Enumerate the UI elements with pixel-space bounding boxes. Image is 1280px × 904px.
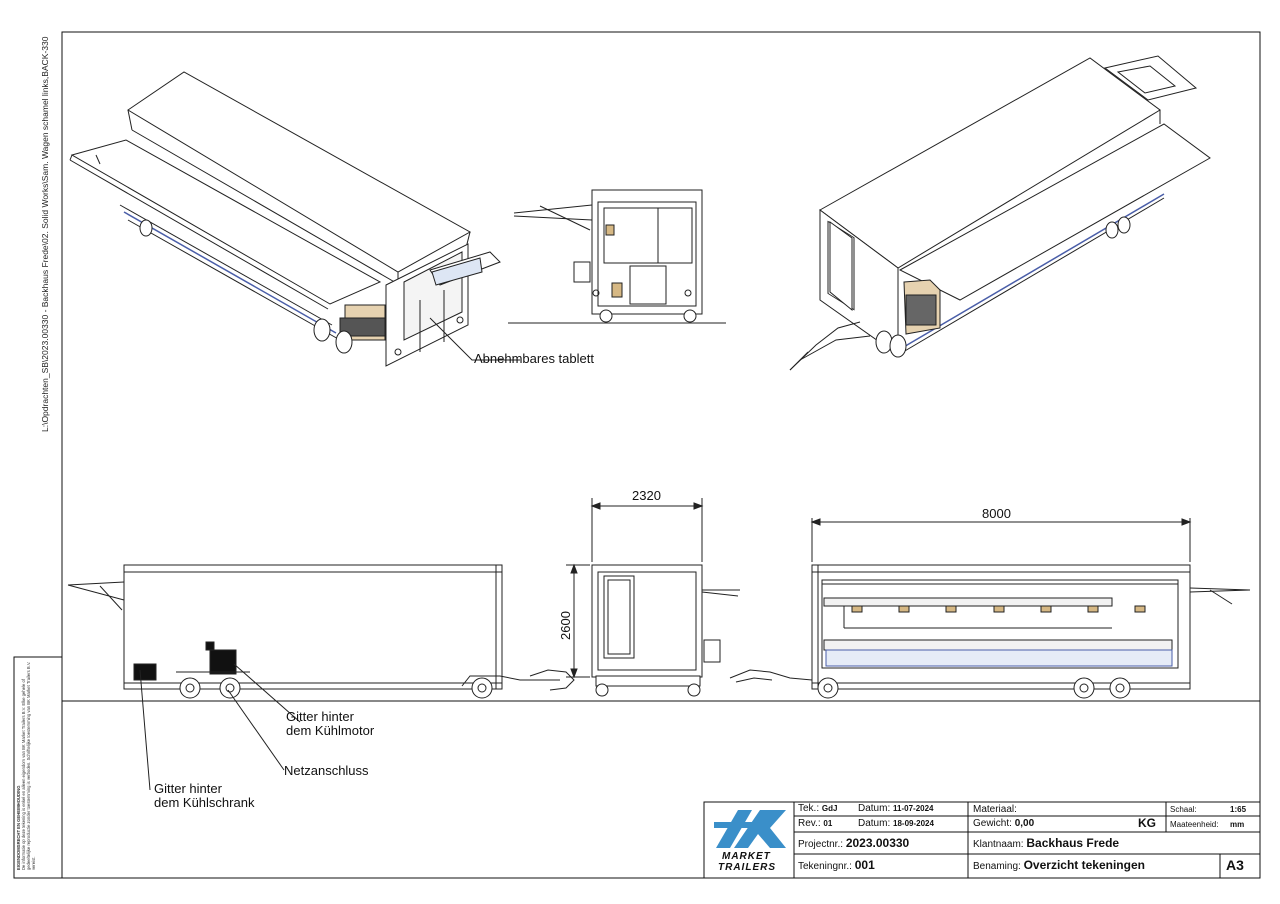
- sheet-format: A3: [1226, 857, 1244, 873]
- scale-label: Schaal:: [1170, 805, 1197, 814]
- iso-view-left: [69, 71, 501, 367]
- unit-label: Maateenheid:: [1170, 820, 1219, 829]
- file-path-label: L:\Opdrachten_SB\2023.00330 - Backhaus F…: [40, 36, 50, 432]
- scale-value: 1:65: [1230, 805, 1247, 814]
- annotation-grille-fridge-line1: Gitter hinter: [154, 781, 222, 796]
- confidential-notice: EIGENDOMSRECHT EN GEHEIMHOUDING De infor…: [16, 660, 36, 870]
- title-block-grid: [703, 801, 1261, 879]
- sheet-border: [61, 31, 1261, 879]
- revision: Rev.: 01: [798, 818, 832, 829]
- confidential-body: De informatie op deze tekening is enkel …: [21, 661, 36, 870]
- front-view-top: [508, 189, 726, 324]
- client-name: Klantnaam: Backhaus Frede: [973, 836, 1119, 850]
- logo-line2: TRAILERS: [718, 862, 776, 873]
- drawn-date: Datum: 11-07-2024: [858, 803, 934, 814]
- annotation-grille-motor-line2: dem Kühlmotor: [286, 723, 375, 738]
- side-box: [13, 656, 63, 879]
- annotation-grille-motor: Gitter hinter dem Kühlmotor: [286, 710, 374, 738]
- weight: Gewicht: 0,00: [973, 818, 1034, 829]
- client-value: Backhaus Frede: [1026, 836, 1120, 850]
- weight-unit: KG: [1138, 816, 1156, 830]
- drawing-label: Tekeningnr.:: [798, 861, 852, 872]
- client-label: Klantnaam:: [973, 839, 1024, 850]
- project-value: 2023.00330: [845, 836, 910, 850]
- material-label: Materiaal:: [973, 804, 1017, 815]
- front-view-bottom: [566, 498, 740, 697]
- logo-line1: MARKET: [722, 851, 771, 862]
- annotation-grille-motor-line1: Gitter hinter: [286, 709, 354, 724]
- drawing-value: 001: [854, 858, 875, 872]
- rev-label: Rev.:: [798, 818, 821, 829]
- dimension-height: 2600: [558, 611, 573, 640]
- name-label: Benaming:: [973, 861, 1021, 872]
- annotation-grille-fridge-line2: dem Kühlschrank: [154, 795, 255, 810]
- weight-label: Gewicht:: [973, 818, 1012, 829]
- annotation-power: Netzanschluss: [284, 763, 369, 778]
- date-value: 11-07-2024: [893, 804, 934, 813]
- drawn-by: Tek.: GdJ: [798, 803, 837, 814]
- project-label: Projectnr.:: [798, 839, 844, 850]
- iso-view-right: [789, 55, 1211, 371]
- leader-lines: [139, 317, 520, 791]
- drawing-title: Benaming: Overzicht tekeningen: [973, 858, 1145, 872]
- annotation-tray: Abnehmbares tablett: [474, 351, 594, 366]
- annotation-grille-fridge: Gitter hinter dem Kühlschrank: [154, 782, 254, 810]
- unit-value: mm: [1230, 820, 1245, 829]
- drawing-number: Tekeningnr.: 001: [798, 858, 875, 872]
- logo-mark: [714, 810, 786, 848]
- material: Materiaal:: [973, 804, 1017, 815]
- revision-date: Datum: 18-09-2024: [858, 818, 934, 829]
- side-view-right: [729, 518, 1251, 699]
- side-view-left: [67, 564, 575, 699]
- weight-value: 0,00: [1014, 818, 1035, 829]
- project-number: Projectnr.: 2023.00330: [798, 836, 909, 850]
- name-value: Overzicht tekeningen: [1023, 858, 1145, 872]
- drawn-label: Tek.:: [798, 803, 820, 814]
- dimension-width: 2320: [632, 488, 661, 503]
- dimension-length: 8000: [982, 506, 1011, 521]
- rev-date-value: 18-09-2024: [893, 819, 934, 828]
- rev-date-label: Datum:: [858, 818, 891, 829]
- drawn-value: GdJ: [821, 804, 838, 813]
- rev-value: 01: [823, 819, 833, 828]
- date-label: Datum:: [858, 803, 891, 814]
